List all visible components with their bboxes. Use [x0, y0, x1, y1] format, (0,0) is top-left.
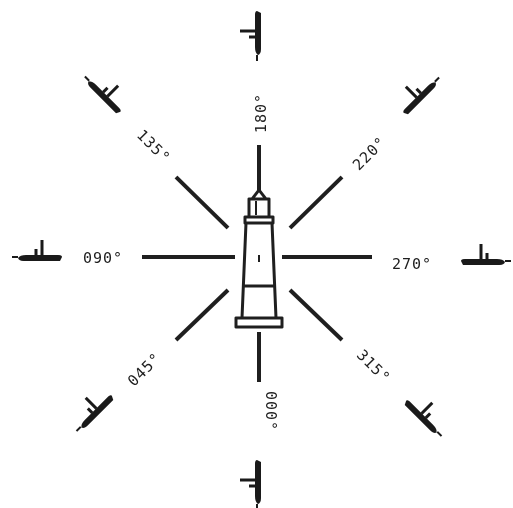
bearing-label-090: 090° [83, 249, 123, 267]
ship-icon-180 [240, 11, 261, 61]
ship-icon-315 [403, 389, 453, 439]
bearing-label-135: 135° [133, 126, 174, 167]
bearing-label-000: 000° [262, 391, 280, 431]
ship-icon-270 [461, 244, 511, 265]
ray-315 [290, 290, 342, 340]
ship-icon-090 [12, 240, 62, 261]
ship-icon-135 [82, 64, 132, 114]
bearing-label-045: 045° [124, 349, 165, 390]
ray-135 [176, 177, 228, 228]
bearing-label-220: 220° [349, 133, 390, 174]
bearing-label-180: 180° [252, 93, 270, 133]
ray-045 [176, 290, 228, 340]
ship-icon-045 [64, 384, 114, 434]
bearing-label-270: 270° [392, 255, 432, 273]
ray-220 [290, 177, 342, 228]
bearing-label-315: 315° [353, 346, 394, 387]
lighthouse-icon [236, 190, 282, 327]
ship-icon-220 [392, 65, 442, 115]
ship-icon-000 [240, 460, 261, 508]
